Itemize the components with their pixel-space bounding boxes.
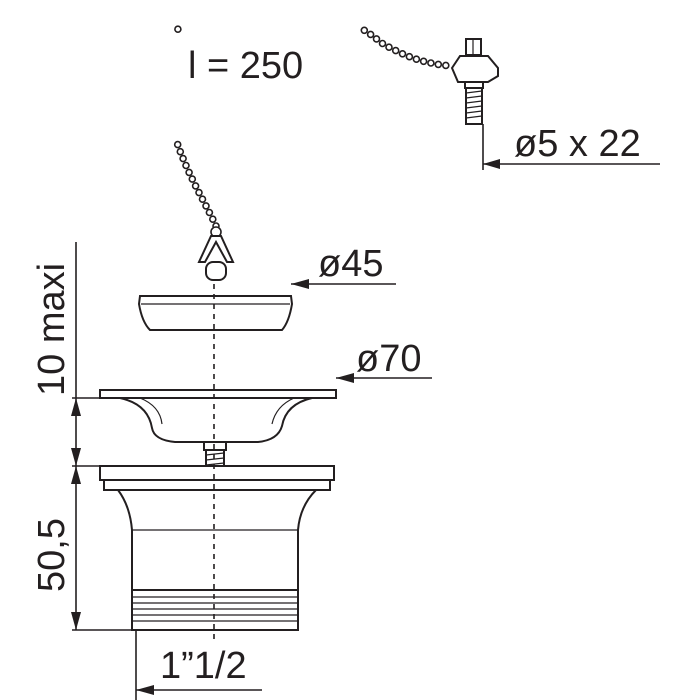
screw	[450, 38, 499, 125]
chain-bead	[198, 195, 207, 203]
chain-bead	[188, 175, 197, 183]
chain-bead	[412, 55, 421, 64]
chain-bead	[427, 59, 435, 67]
chain	[173, 25, 450, 230]
screw-label: ø5 x 22	[514, 123, 641, 165]
max-thickness-label: 10 maxi	[31, 263, 73, 396]
chain-bead	[182, 161, 190, 170]
plug	[137, 295, 294, 331]
waste-body	[99, 465, 335, 631]
flange	[99, 389, 337, 443]
chain-bead	[191, 182, 200, 190]
chain-bead	[185, 168, 193, 177]
chain-bead	[391, 46, 400, 55]
chain-bead	[209, 215, 217, 223]
chain-bead	[398, 49, 407, 58]
plug-diameter-label: ø45	[318, 243, 383, 285]
chain-bead	[385, 43, 393, 52]
chain-bead	[360, 26, 369, 35]
chain-bead	[173, 140, 182, 149]
chain-hook	[197, 226, 235, 281]
flange-diameter-label: ø70	[356, 338, 421, 380]
dim-plug	[291, 279, 396, 289]
body-height-label: 50,5	[31, 518, 73, 592]
dim-screw	[482, 124, 660, 170]
chain-bead	[179, 154, 187, 163]
chain-bead	[174, 25, 182, 34]
dim-flange	[336, 373, 432, 383]
chain-bead	[202, 202, 210, 210]
chain-bead	[176, 147, 185, 156]
chain-length-label: l = 250	[188, 45, 303, 87]
chain-bead	[366, 30, 375, 39]
chain-bead	[195, 188, 203, 197]
chain-bead	[405, 52, 414, 61]
chain-bead	[441, 61, 450, 70]
chain-bead	[419, 57, 428, 66]
thread-label: 1”1/2	[160, 645, 247, 687]
chain-bead	[378, 39, 387, 48]
chain-bead	[372, 35, 381, 43]
dim-vertical	[71, 242, 138, 631]
dim-thread	[135, 630, 262, 700]
chain-bead	[434, 60, 443, 69]
chain-bead	[205, 208, 214, 217]
